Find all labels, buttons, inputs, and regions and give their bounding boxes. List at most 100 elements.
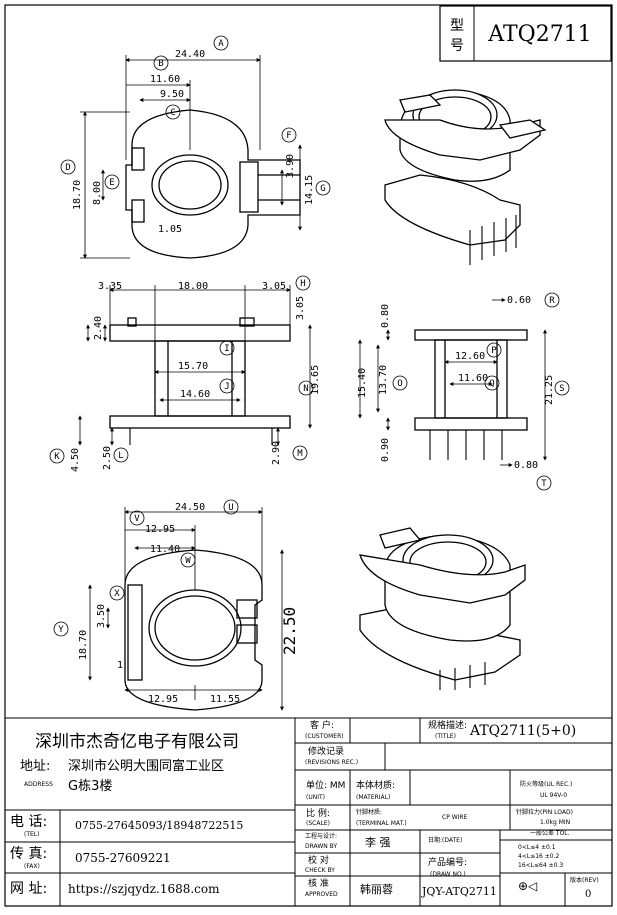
customer-label: 客 户: (310, 721, 334, 731)
bottom-view (88, 507, 284, 711)
front-view (358, 298, 547, 467)
svg-text:11.55: 11.55 (210, 694, 240, 705)
top-view-callouts (60, 35, 331, 196)
front-view-dims: 0.80 15.40 13.70 12.60 11.60 21.25 0.90 … (357, 295, 555, 471)
address-label: 地址: (20, 759, 51, 774)
pinload-label: 针脚拉力(PIN LOAD) (516, 809, 573, 816)
bottom-view-letters: U V W X Y (58, 503, 233, 635)
svg-text:15.40: 15.40 (357, 368, 368, 398)
svg-text:X: X (114, 589, 120, 599)
model-number: ATQ2711 (487, 22, 591, 47)
terminal-label-en: (TERMINAL MAT.) (356, 820, 407, 827)
address-line1: 深圳市公明大围同富工业区 (68, 759, 225, 774)
terminal-value: CP WIRE (442, 814, 468, 821)
title-label: 规格描述: (428, 721, 468, 731)
svg-text:U: U (228, 503, 233, 513)
dim-24-40: 24.40 (175, 49, 205, 60)
svg-text:G: G (320, 184, 325, 194)
dim-18-70: 18.70 (72, 180, 83, 210)
svg-text:L: L (118, 451, 123, 461)
web-label: 网 址: (10, 881, 48, 897)
tel-label: 电 话: (10, 814, 48, 830)
svg-text:0.80: 0.80 (514, 460, 538, 471)
tol-row-1: 0<L≤4 ±0.1 (518, 844, 556, 851)
tol-label: 一般公差 TOL. (530, 830, 570, 837)
check-label-en: CHECK BY (305, 867, 335, 874)
svg-text:R: R (549, 296, 555, 306)
drawno-label: 产品编号: (428, 858, 468, 868)
svg-text:Q: Q (489, 379, 494, 389)
svg-text:11.60: 11.60 (458, 373, 488, 384)
svg-text:S: S (559, 384, 564, 394)
rev-label: 版本(REV) (570, 877, 599, 884)
iso-view-top (384, 89, 547, 265)
svg-text:22.50: 22.50 (280, 607, 299, 655)
projection-symbol-label: ⊕◁ (518, 879, 538, 893)
approved-label-en: APPROVED (305, 891, 338, 898)
fire-label: 防火等级(UL REC.) (520, 781, 573, 788)
drawno-label-en: (DRAW NO.) (430, 871, 466, 878)
svg-text:3.05: 3.05 (262, 281, 286, 292)
svg-text:A: A (218, 39, 224, 49)
svg-text:19.65: 19.65 (310, 365, 321, 395)
svg-text:H: H (300, 279, 305, 289)
tel-value: 0755-27645093/18948722515 (75, 819, 244, 832)
svg-text:W: W (185, 556, 191, 566)
svg-text:1: 1 (117, 660, 123, 671)
svg-text:13.70: 13.70 (378, 365, 389, 395)
material-label: 本体材质: (356, 781, 396, 791)
web-value[interactable]: https://szjqydz.1688.com (68, 882, 220, 896)
address-label-en: ADDRESS (24, 781, 53, 788)
revisions-label: 修改记录 (308, 747, 345, 757)
svg-text:18.00: 18.00 (178, 281, 208, 292)
scale-label-en: (SCALE) (306, 820, 330, 827)
model-box: 型 号 ATQ2711 (439, 5, 612, 62)
side-view-letters: H I J K L M N (54, 279, 308, 462)
svg-text:11.40: 11.40 (150, 544, 180, 555)
address-line2: G栋3楼 (68, 779, 113, 794)
svg-text:C: C (170, 108, 175, 118)
drawn-value: 李 强 (365, 836, 391, 849)
svg-text:B: B (158, 59, 163, 69)
fax-label: 传 真: (10, 846, 48, 862)
fax-value: 0755-27609221 (75, 851, 171, 865)
top-view-dims: 24.40 11.60 9.50 18.70 8.00 1.05 3.90 14… (72, 49, 315, 235)
svg-text:Y: Y (58, 625, 64, 635)
svg-text:14.60: 14.60 (180, 389, 210, 400)
customer-label-en: (CUSTOMER) (305, 733, 344, 740)
svg-text:M: M (297, 449, 303, 459)
terminal-label: 针脚材质: (356, 809, 383, 816)
model-label-top: 型 (450, 18, 464, 34)
fire-value: UL 94V-0 (540, 792, 568, 799)
svg-text:0.80: 0.80 (380, 304, 391, 328)
drawn-label: 工程与设计: (305, 833, 338, 840)
model-label-bottom: 号 (450, 38, 464, 54)
title-block-grid (5, 717, 612, 906)
svg-text:D: D (65, 163, 70, 173)
tel-label-en: (TEL) (24, 831, 40, 838)
svg-text:3.35: 3.35 (98, 281, 122, 292)
drawn-label-en: DRAWN BY (305, 843, 338, 850)
svg-text:12.95: 12.95 (145, 524, 175, 535)
svg-text:2.50: 2.50 (102, 446, 113, 470)
svg-text:2.40: 2.40 (93, 316, 104, 340)
revisions-label-en: (REVISIONS REC.) (305, 759, 359, 766)
dim-14-15: 14.15 (304, 175, 315, 205)
front-view-callouts (392, 292, 570, 491)
svg-text:12.95: 12.95 (148, 694, 178, 705)
drawno-value: JQY-ATQ2711 (422, 885, 497, 898)
company-name: 深圳市杰奇亿电子有限公司 (35, 732, 239, 752)
side-view (78, 285, 312, 446)
svg-text:T: T (541, 479, 547, 489)
svg-text:K: K (54, 452, 60, 462)
check-label: 校 对 (308, 856, 329, 866)
material-label-en: (MATERIAL) (356, 794, 391, 801)
svg-text:0.90: 0.90 (380, 438, 391, 462)
svg-text:N: N (303, 384, 308, 394)
svg-text:3.50: 3.50 (96, 604, 107, 628)
approved-value: 韩丽蓉 (360, 883, 393, 896)
svg-text:4.50: 4.50 (70, 448, 81, 472)
sheet-border (4, 4, 613, 907)
